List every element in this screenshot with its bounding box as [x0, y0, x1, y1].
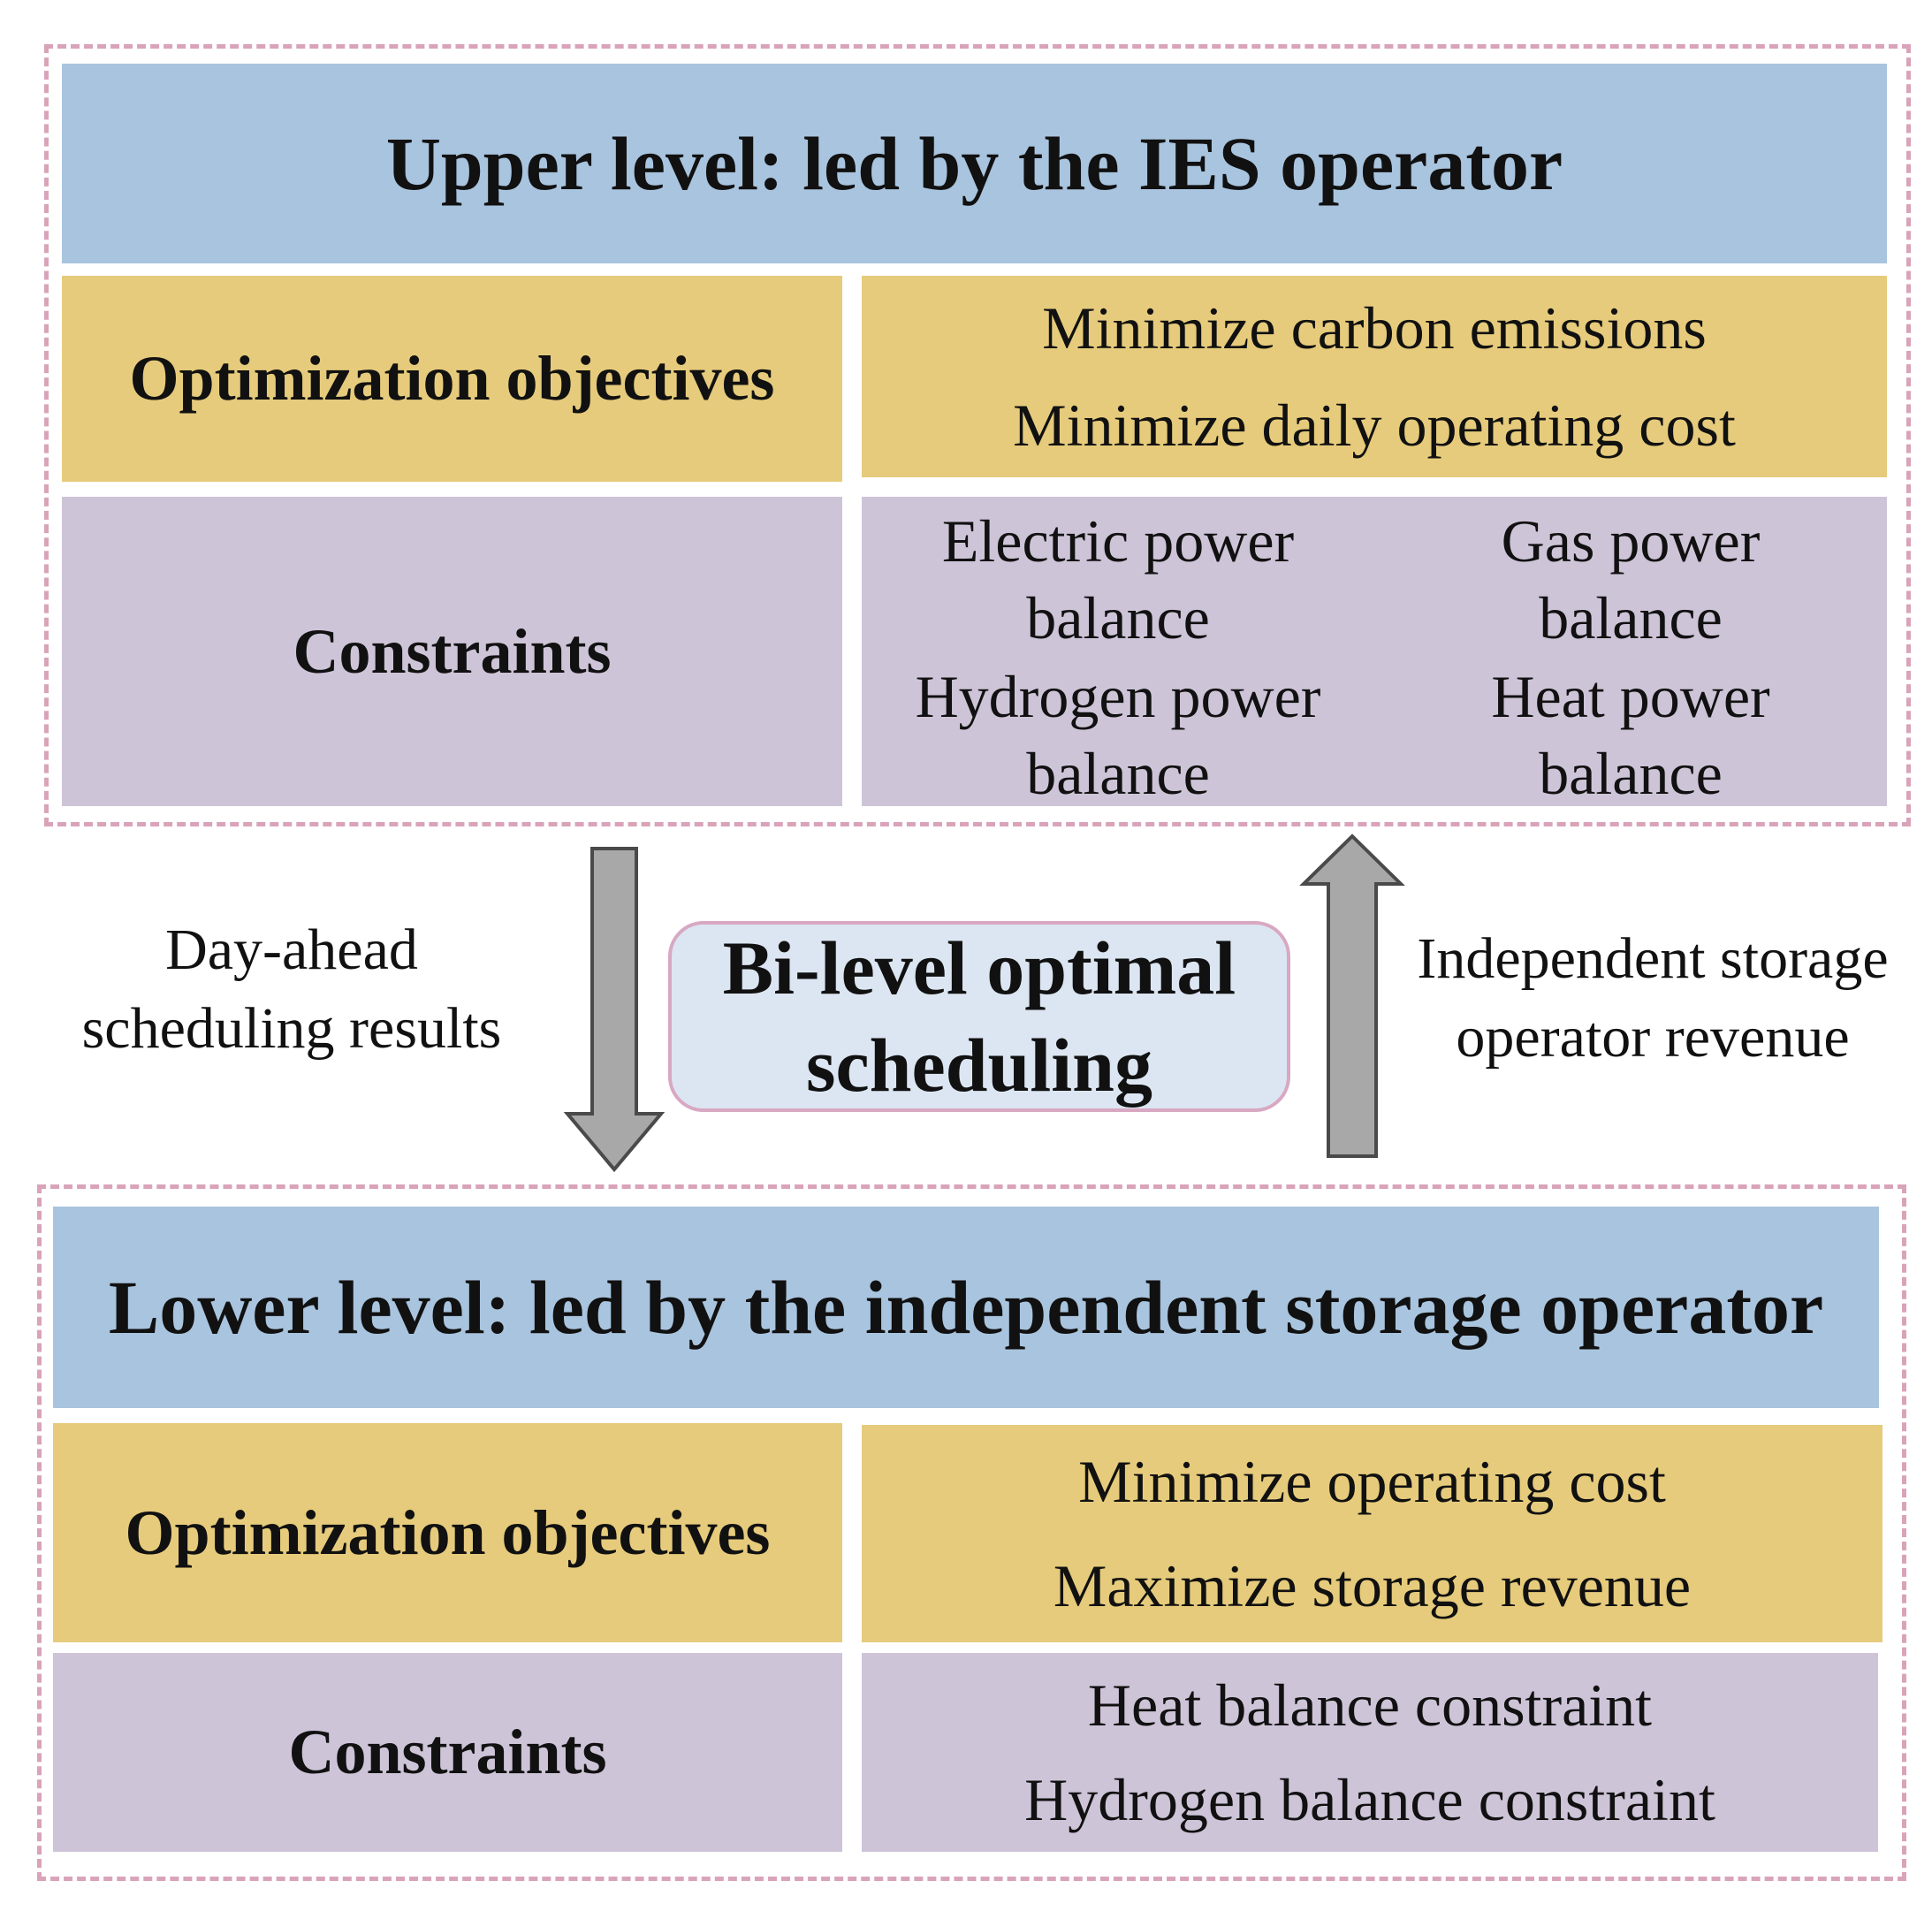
lower-objectives-list: Minimize operating cost Maximize storage…	[862, 1425, 1883, 1642]
upper-constraint-heat: Heat power balance	[1374, 656, 1887, 815]
label-line: scheduling results	[81, 996, 502, 1062]
center-title-line: Bi-level optimal	[722, 925, 1236, 1010]
constraint-line: Gas power	[1501, 506, 1761, 575]
upper-constraint-electric: Electric power balance	[862, 500, 1374, 659]
constraint-line: balance	[1539, 584, 1723, 651]
day-ahead-label: Day-ahead scheduling results	[35, 910, 548, 1070]
arrow-up-icon	[1299, 834, 1405, 1158]
label-line: Day-ahead	[165, 918, 418, 982]
upper-objectives-list: Minimize carbon emissions Minimize daily…	[862, 276, 1887, 477]
constraint-line: balance	[1026, 740, 1210, 807]
constraint-line: balance	[1539, 740, 1723, 807]
lower-level-title: Lower level: led by the independent stor…	[53, 1207, 1879, 1408]
arrow-down-icon	[563, 847, 666, 1173]
upper-constraints-label: Constraints	[62, 497, 842, 806]
constraint-line: Hydrogen power	[915, 662, 1321, 730]
bi-level-scheduling-box: Bi-level optimal scheduling	[668, 921, 1290, 1112]
constraint-line: balance	[1026, 584, 1210, 651]
lower-objective-item: Minimize operating cost	[1078, 1447, 1666, 1515]
upper-constraint-gas: Gas power balance	[1374, 500, 1887, 659]
label-line: operator revenue	[1456, 1005, 1850, 1070]
lower-constraint-item: Heat balance constraint	[1087, 1672, 1653, 1740]
lower-objective-item: Maximize storage revenue	[1053, 1552, 1692, 1619]
upper-objective-item: Minimize daily operating cost	[1013, 392, 1736, 459]
lower-level-frame	[37, 1184, 1906, 1881]
center-title-line: scheduling	[806, 1023, 1152, 1108]
lower-constraints-list: Heat balance constraint Hydrogen balance…	[862, 1653, 1878, 1852]
lower-constraints-label: Constraints	[53, 1653, 842, 1852]
upper-constraint-hydrogen: Hydrogen power balance	[862, 656, 1374, 815]
constraint-line: Electric power	[941, 506, 1295, 575]
label-line: Independent storage	[1417, 926, 1889, 991]
storage-revenue-label: Independent storage operator revenue	[1374, 919, 1931, 1078]
constraint-line: Heat power	[1491, 662, 1770, 730]
lower-objectives-label: Optimization objectives	[53, 1423, 842, 1642]
upper-objectives-label: Optimization objectives	[62, 276, 842, 482]
upper-constraints-box	[862, 497, 1887, 806]
lower-constraint-item: Hydrogen balance constraint	[1024, 1765, 1715, 1833]
upper-level-title: Upper level: led by the IES operator	[62, 64, 1887, 263]
upper-level-frame	[44, 44, 1911, 826]
upper-objective-item: Minimize carbon emissions	[1042, 293, 1707, 362]
